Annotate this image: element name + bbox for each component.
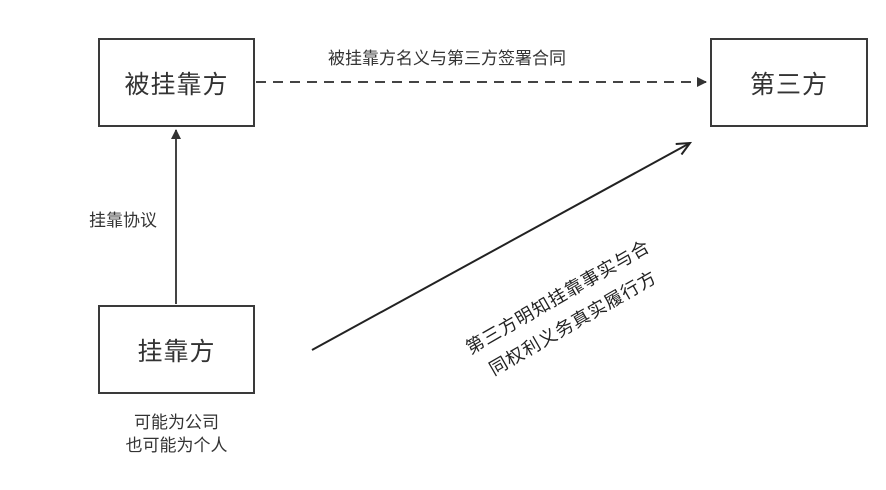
node-disanfang: 第三方 xyxy=(710,38,868,127)
edge-label-guakao-agreement: 挂靠协议 xyxy=(89,211,157,231)
guakaofang-caption: 可能为公司 也可能为个人 xyxy=(98,412,255,458)
caption-line-2: 也可能为个人 xyxy=(125,436,228,456)
node-guakaofang: 挂靠方 xyxy=(98,305,255,394)
node-disanfang-label: 第三方 xyxy=(749,69,828,99)
node-beiguakaofang-label: 被挂靠方 xyxy=(124,69,229,99)
node-beiguakaofang: 被挂靠方 xyxy=(98,38,255,127)
node-guakaofang-label: 挂靠方 xyxy=(137,336,216,366)
caption-line-1: 可能为公司 xyxy=(134,413,219,433)
diagonal-arrow-performance xyxy=(311,143,690,351)
edge-label-sign-contract: 被挂靠方名义与第三方签署合同 xyxy=(328,49,566,69)
